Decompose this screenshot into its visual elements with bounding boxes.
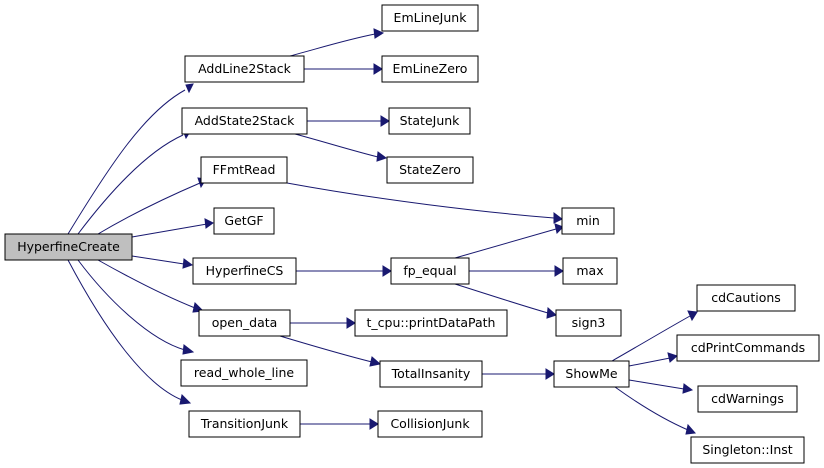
edges-layer	[67, 28, 698, 435]
node-min[interactable]: min	[561, 207, 615, 235]
node-cdcautions[interactable]: cdCautions	[696, 284, 796, 312]
node-label-cdcautions: cdCautions	[711, 290, 781, 305]
node-getgf[interactable]: GetGF	[213, 207, 275, 235]
node-t-cpu-printdatapath[interactable]: t_cpu::printDataPath	[354, 309, 508, 337]
nodes-layer: HyperfineCreate AddLine2Stack AddState2S…	[4, 4, 820, 464]
node-read-whole-line[interactable]: read_whole_line	[180, 359, 308, 387]
edge-hyperfinecreate-open-data	[97, 259, 205, 313]
node-label-hyperfinecs: HyperfineCS	[206, 263, 284, 278]
node-hyperfinecs[interactable]: HyperfineCS	[192, 257, 297, 285]
node-label-showme: ShowMe	[565, 366, 618, 381]
node-collisionjunk[interactable]: CollisionJunk	[377, 410, 483, 438]
node-emlinejunk[interactable]: EmLineJunk	[381, 4, 479, 32]
node-fp-equal[interactable]: fp_equal	[390, 257, 470, 285]
edge-addline2stack-emlinejunk	[289, 28, 385, 57]
node-label-t-cpu-printdatapath: t_cpu::printDataPath	[367, 315, 496, 330]
edge-fp-equal-max	[469, 265, 564, 277]
edge-showme-cdprintcommands	[628, 352, 678, 367]
node-label-collisionjunk: CollisionJunk	[390, 416, 470, 431]
edge-hyperfinecreate-addline2stack	[67, 83, 194, 235]
edge-fp-equal-min	[454, 223, 564, 259]
node-showme[interactable]: ShowMe	[553, 360, 630, 388]
edge-hyperfinecreate-addstate2stack	[77, 129, 192, 235]
node-label-addstate2stack: AddState2Stack	[195, 113, 296, 128]
node-label-sign3: sign3	[572, 315, 606, 330]
edge-open-data-totalinsanity	[279, 335, 382, 367]
node-label-min: min	[576, 213, 600, 228]
node-label-addline2stack: AddLine2Stack	[198, 61, 292, 76]
node-hyperfinecreate[interactable]: HyperfineCreate	[4, 233, 133, 261]
node-label-statejunk: StateJunk	[400, 113, 461, 128]
node-label-singleton-inst: Singleton::Inst	[702, 442, 792, 457]
node-emlinezero[interactable]: EmLineZero	[381, 55, 479, 83]
node-label-max: max	[576, 263, 603, 278]
edge-totalinsanity-showme	[482, 368, 555, 380]
node-label-open-data: open_data	[212, 315, 278, 330]
edge-addline2stack-emlinezero	[304, 63, 383, 75]
node-cdwarnings[interactable]: cdWarnings	[697, 385, 798, 413]
edge-fp-equal-sign3	[454, 283, 557, 319]
node-label-emlinejunk: EmLineJunk	[394, 10, 468, 25]
node-label-cdwarnings: cdWarnings	[711, 391, 784, 406]
node-transitionjunk[interactable]: TransitionJunk	[188, 410, 301, 438]
edge-showme-cdcautions	[611, 310, 698, 362]
edge-transitionjunk-collisionjunk	[300, 418, 379, 430]
edge-showme-singleton-inst	[614, 386, 697, 435]
node-label-ffmtread: FFmtRead	[213, 162, 276, 177]
node-ffmtread[interactable]: FFmtRead	[200, 156, 288, 184]
node-label-cdprintcommands: cdPrintCommands	[691, 340, 805, 355]
node-statezero[interactable]: StateZero	[386, 156, 474, 184]
node-open-data[interactable]: open_data	[198, 309, 291, 337]
edge-ffmtread-min	[286, 182, 563, 224]
edge-hyperfinecreate-getgf	[131, 218, 214, 238]
node-totalinsanity[interactable]: TotalInsanity	[379, 360, 483, 388]
node-addline2stack[interactable]: AddLine2Stack	[184, 55, 305, 83]
node-label-read-whole-line: read_whole_line	[194, 365, 294, 380]
node-sign3[interactable]: sign3	[555, 309, 622, 337]
node-label-transitionjunk: TransitionJunk	[200, 416, 289, 431]
edge-open-data-t-cpu-printdatapath	[290, 317, 356, 329]
edge-hyperfinecreate-read-whole-line	[77, 259, 195, 355]
node-statejunk[interactable]: StateJunk	[388, 107, 471, 135]
node-cdprintcommands[interactable]: cdPrintCommands	[676, 334, 820, 362]
node-label-getgf: GetGF	[224, 213, 263, 228]
node-singleton-inst[interactable]: Singleton::Inst	[690, 436, 805, 464]
edge-addstate2stack-statejunk	[307, 115, 390, 127]
edge-hyperfinecreate-ffmtread	[97, 177, 207, 235]
node-label-emlinezero: EmLineZero	[393, 61, 468, 76]
edge-showme-cdwarnings	[628, 379, 694, 394]
edge-addstate2stack-statezero	[294, 133, 388, 162]
node-max[interactable]: max	[562, 257, 618, 285]
edge-hyperfinecreate-transitionjunk	[67, 259, 192, 405]
edge-hyperfinecs-fp-equal	[296, 265, 392, 277]
node-label-statezero: StateZero	[399, 162, 461, 177]
node-addstate2stack[interactable]: AddState2Stack	[181, 107, 308, 135]
node-label-totalinsanity: TotalInsanity	[391, 366, 471, 381]
node-label-hyperfinecreate: HyperfineCreate	[17, 239, 120, 254]
node-label-fp-equal: fp_equal	[403, 263, 456, 278]
edge-hyperfinecreate-hyperfinecs	[131, 255, 194, 269]
